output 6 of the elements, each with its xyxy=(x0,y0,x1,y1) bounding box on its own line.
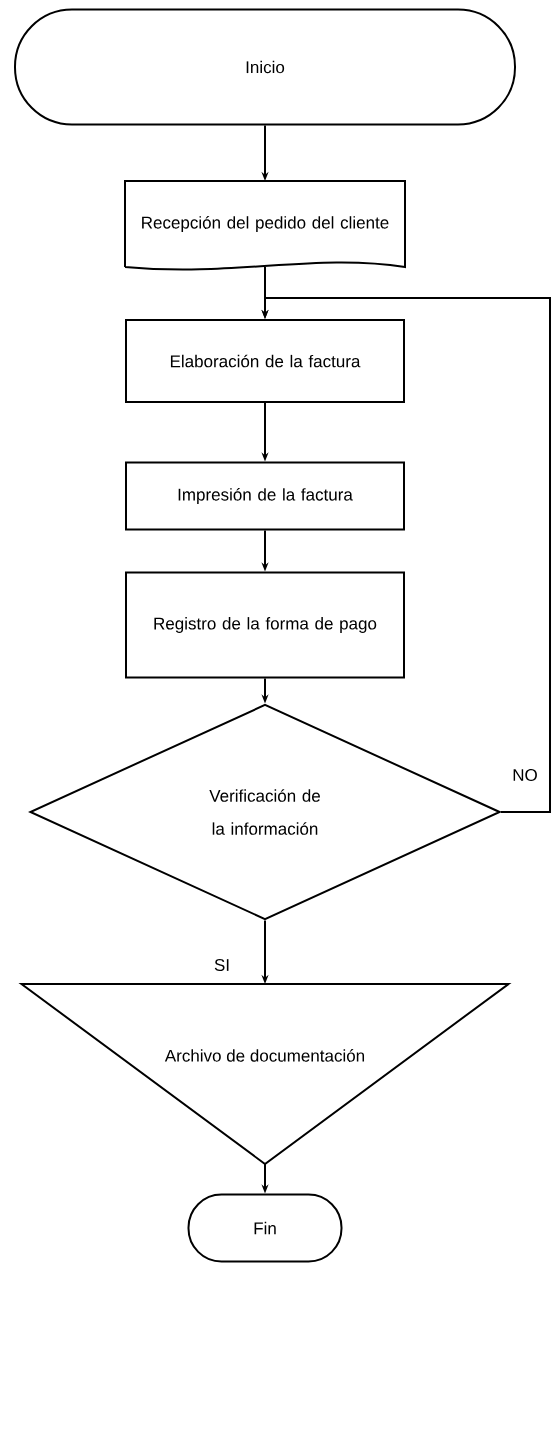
document-shape: Recepción del pedido del cliente xyxy=(124,180,406,271)
edge-label: NO xyxy=(510,767,540,784)
process-box: Registro de la forma de pago xyxy=(125,571,405,679)
process-box: Elaboración de la factura xyxy=(125,319,405,403)
process-box: Impresión de la factura xyxy=(125,461,405,531)
edge-label: SI xyxy=(211,957,233,974)
